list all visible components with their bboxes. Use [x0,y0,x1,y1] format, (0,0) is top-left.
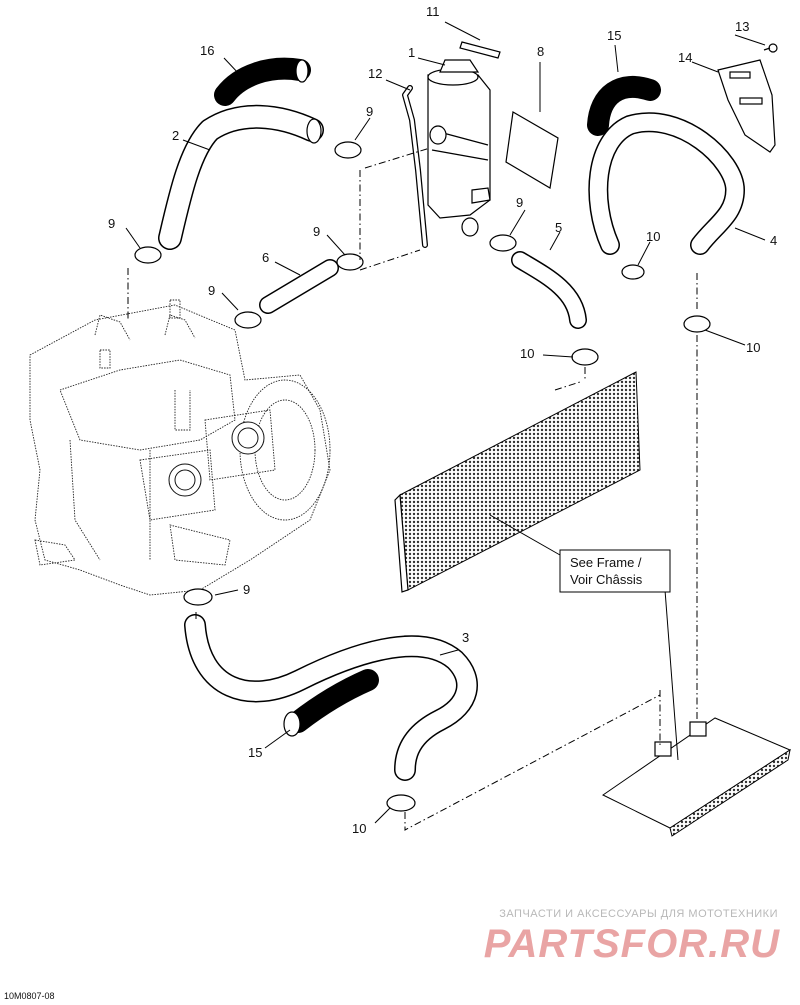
callouts: 1 11 12 8 15 16 2 9 9 9 9 9 9 6 5 10 4 1… [108,4,777,836]
callout-10-d: 10 [352,821,366,836]
hose-5[interactable] [511,251,587,329]
callout-1: 1 [408,45,415,60]
callout-3: 3 [462,630,469,645]
callout-2: 2 [172,128,179,143]
clamps-9[interactable] [134,141,517,606]
coolant-tank[interactable] [427,59,491,219]
callout-15-bottom: 15 [248,745,262,760]
lower-heat-exchanger [602,717,792,837]
diagram-reference: 10M0807-08 [4,991,55,1001]
tank-label[interactable] [505,111,559,189]
callout-14: 14 [678,50,692,65]
callout-16: 16 [200,43,214,58]
callout-10-a: 10 [646,229,660,244]
callout-4: 4 [770,233,777,248]
see-frame-line1: See Frame / [570,555,642,570]
callout-9-f: 9 [243,582,250,597]
hose-6[interactable] [259,259,339,314]
screw-13[interactable] [763,43,778,53]
see-frame-line2: Voir Châssis [570,572,643,587]
callout-9-e: 9 [208,283,215,298]
assembly-lines [127,147,698,831]
callout-8: 8 [537,44,544,59]
callout-9-b: 9 [108,216,115,231]
corrugated-hose-15-top[interactable] [587,75,661,136]
hose-4[interactable] [588,112,745,255]
engine-block [29,299,331,596]
callout-11: 11 [426,4,440,19]
leader-lines [125,21,766,824]
hose-2[interactable] [158,104,324,250]
heat-exchanger-mesh [394,371,641,593]
callout-10-b: 10 [746,340,760,355]
clamps-10[interactable] [386,264,711,812]
callout-9-a: 9 [366,104,373,119]
overflow-tube[interactable] [402,85,428,248]
corrugated-hose-16[interactable] [214,57,311,106]
callout-6: 6 [262,250,269,265]
see-frame-note: See Frame / Voir Châssis [559,549,671,593]
callout-5: 5 [555,220,562,235]
watermark-brand: PARTSFOR.RU [483,922,780,966]
tank-outlet [461,217,479,237]
callout-9-c: 9 [313,224,320,239]
callout-9-d: 9 [516,195,523,210]
callout-13: 13 [735,19,749,34]
callout-10-c: 10 [520,346,534,361]
callout-12: 12 [368,66,382,81]
watermark-tagline: ЗАПЧАСТИ И АКСЕССУАРЫ ДЛЯ МОТОТЕХНИКИ [499,908,778,920]
hose-3[interactable] [184,614,478,781]
callout-15-top: 15 [607,28,621,43]
tank-cap[interactable] [459,41,501,59]
corrugated-hose-15-bottom[interactable] [283,669,379,737]
bracket-14[interactable] [717,59,776,153]
